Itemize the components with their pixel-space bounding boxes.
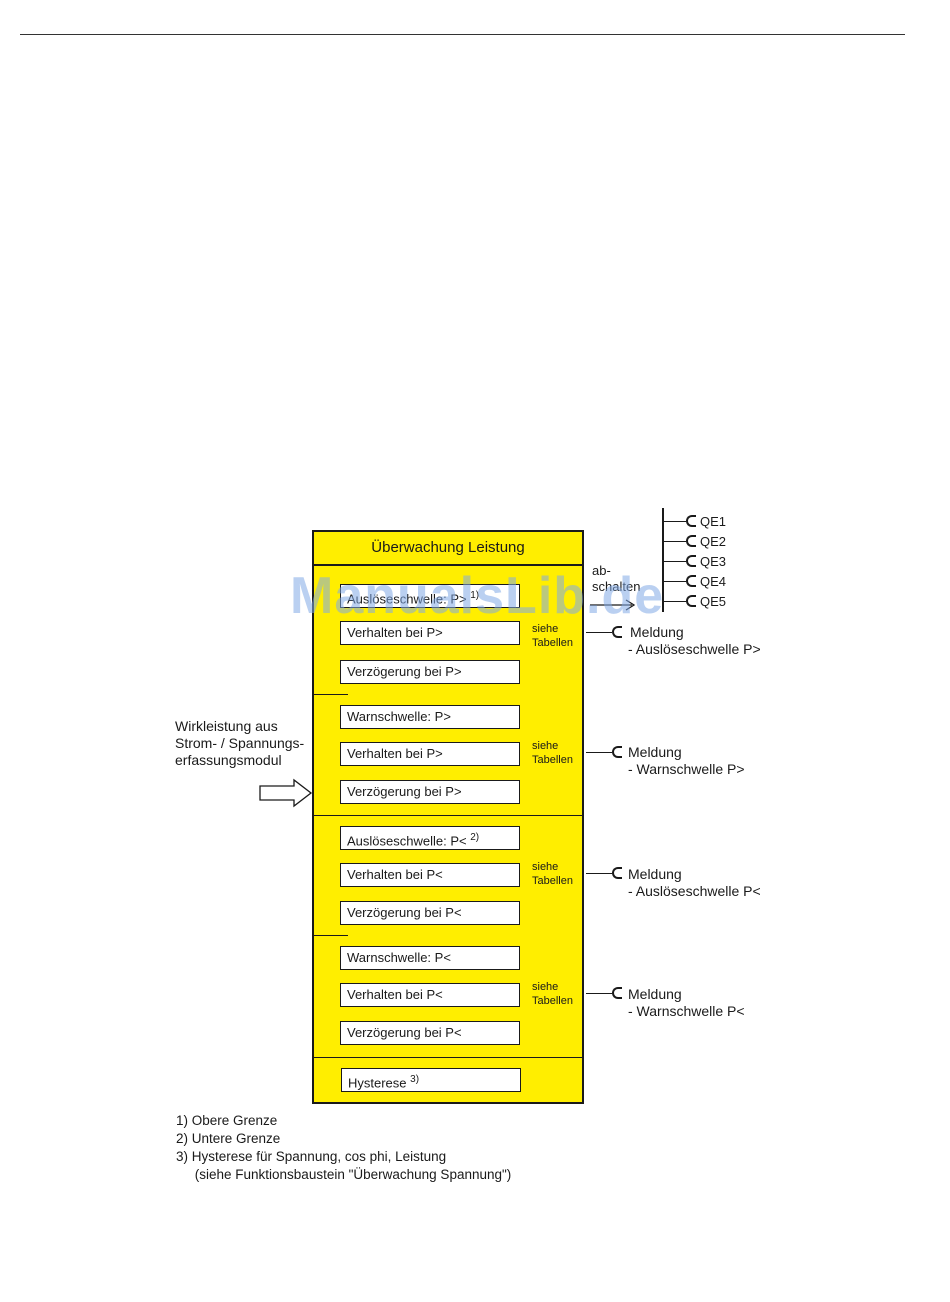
qe3-socket-icon bbox=[686, 555, 696, 567]
output-warn-low: Meldung- Warnschwelle P< bbox=[628, 986, 745, 1019]
qe1-socket-icon bbox=[686, 515, 696, 527]
output-socket-icon bbox=[612, 626, 622, 638]
output-line bbox=[586, 752, 612, 753]
qe2-socket-icon bbox=[686, 535, 696, 547]
param-trip-threshold-high: Auslöseschwelle: P> 1) bbox=[340, 584, 520, 608]
footnote-1: 1) Obere Grenze bbox=[176, 1113, 278, 1128]
param-delay-low: Verzögerung bei P< bbox=[340, 901, 520, 925]
shutdown-arrow-icon bbox=[590, 599, 636, 611]
qe5-socket-icon bbox=[686, 595, 696, 607]
qe-stub bbox=[664, 581, 686, 582]
input-description: Wirkleistung aus Strom- / Spannungs- erf… bbox=[175, 718, 304, 769]
output-trip-high: Meldung- Auslöseschwelle P> bbox=[628, 624, 761, 657]
output-trip-low: Meldung- Auslöseschwelle P< bbox=[628, 866, 761, 899]
footnotes: 1) Obere Grenze 2) Untere Grenze 3) Hyst… bbox=[176, 1112, 511, 1184]
param-delay-high: Verzögerung bei P> bbox=[340, 660, 520, 684]
footnote-3-cont: (siehe Funktionsbaustein "Überwachung Sp… bbox=[176, 1167, 512, 1182]
param-warn-delay-low: Verzögerung bei P< bbox=[340, 1021, 520, 1045]
group-separator bbox=[314, 1057, 582, 1058]
group-separator-short bbox=[314, 694, 348, 695]
shutdown-label: ab- schalten bbox=[592, 563, 641, 594]
footnote-3: 3) Hysterese für Spannung, cos phi, Leis… bbox=[176, 1149, 447, 1164]
footnote-2: 2) Untere Grenze bbox=[176, 1131, 281, 1146]
param-hysteresis: Hysterese 3) bbox=[341, 1068, 521, 1092]
output-socket-icon bbox=[612, 867, 622, 879]
qe-stub bbox=[664, 541, 686, 542]
input-line-2: Strom- / Spannungs- bbox=[175, 735, 305, 751]
output-socket-icon bbox=[612, 987, 622, 999]
output-line bbox=[586, 632, 612, 633]
param-warn-behavior-high: Verhalten bei P> bbox=[340, 742, 520, 766]
block-title: Überwachung Leistung bbox=[314, 532, 582, 566]
output-warn-high: Meldung- Warnschwelle P> bbox=[628, 744, 745, 777]
qe4-label: QE4 bbox=[700, 574, 727, 589]
param-warn-behavior-low: Verhalten bei P< bbox=[340, 983, 520, 1007]
param-behavior-high: Verhalten bei P> bbox=[340, 621, 520, 645]
param-behavior-low: Verhalten bei P< bbox=[340, 863, 520, 887]
qe2-label: QE2 bbox=[700, 534, 727, 549]
function-block: Überwachung Leistung Auslöseschwelle: P>… bbox=[312, 530, 584, 1104]
qe1-label: QE1 bbox=[700, 514, 727, 529]
input-line-1: Wirkleistung aus bbox=[175, 718, 278, 734]
param-warn-delay-high: Verzögerung bei P> bbox=[340, 780, 520, 804]
qe3-label: QE3 bbox=[700, 554, 727, 569]
param-trip-threshold-low: Auslöseschwelle: P< 2) bbox=[340, 826, 520, 850]
param-warn-threshold-high: Warnschwelle: P> bbox=[340, 705, 520, 729]
param-warn-threshold-low: Warnschwelle: P< bbox=[340, 946, 520, 970]
qe-bus-line bbox=[662, 508, 664, 612]
input-arrow-icon bbox=[259, 778, 313, 808]
group-separator bbox=[314, 815, 582, 816]
qe4-socket-icon bbox=[686, 575, 696, 587]
qe5-label: QE5 bbox=[700, 594, 727, 609]
page-header-rule bbox=[20, 34, 905, 35]
output-line bbox=[586, 993, 612, 994]
qe-stub bbox=[664, 561, 686, 562]
group-separator-short bbox=[314, 935, 348, 936]
watermark: ManualsLib.de bbox=[290, 567, 665, 625]
qe-stub bbox=[664, 601, 686, 602]
output-line bbox=[586, 873, 612, 874]
qe-stub bbox=[664, 521, 686, 522]
input-line-3: erfassungsmodul bbox=[175, 752, 282, 768]
output-socket-icon bbox=[612, 746, 622, 758]
